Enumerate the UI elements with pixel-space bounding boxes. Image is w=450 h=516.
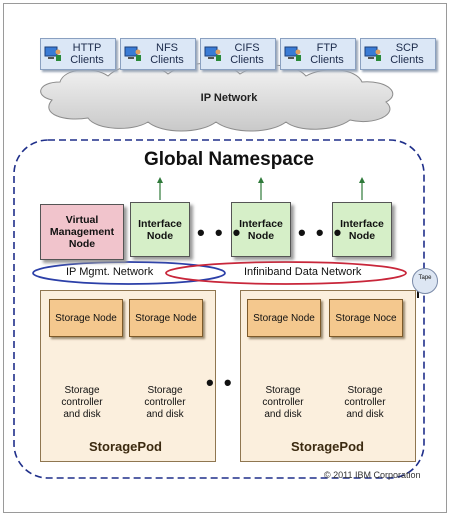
client-label: Clients xyxy=(310,54,344,66)
ip-mgmt-network-label: IP Mgmt. Network xyxy=(66,266,154,278)
computer-user-icon xyxy=(364,46,381,61)
computer-user-icon xyxy=(44,46,61,61)
computer-user-icon xyxy=(284,46,301,61)
client-label: Clients xyxy=(390,54,424,66)
client-label: FTP xyxy=(316,42,338,54)
storage-node: Storage Node xyxy=(247,299,321,337)
interface-node-label: Interface xyxy=(239,217,283,230)
global-namespace-boundary xyxy=(13,139,425,479)
vmn-label: Node xyxy=(68,238,96,250)
global-namespace-title: Global Namespace xyxy=(143,149,315,170)
copyright-text: © 2011 IBM Corporation xyxy=(324,470,421,480)
interface-node-label: Interface xyxy=(340,217,384,230)
client-label: Clients xyxy=(70,54,104,66)
vmn-label: Management xyxy=(49,226,115,238)
client-label: CIFS xyxy=(234,42,260,54)
interface-arrows xyxy=(157,177,365,200)
computer-user-icon xyxy=(204,46,221,61)
storage-pod-label: StoragePod xyxy=(89,439,162,454)
client-label: Clients xyxy=(150,54,184,66)
interface-node-label: Node xyxy=(146,229,174,242)
storage-node: Storage Node xyxy=(129,299,203,337)
client-label: NFS xyxy=(156,42,178,54)
virtual-management-node: Virtual Management Node xyxy=(40,204,124,260)
computer-user-icon xyxy=(124,46,141,61)
client-label: SCP xyxy=(395,42,419,54)
client-label: Clients xyxy=(230,54,264,66)
storage-pod-label: StoragePod xyxy=(291,439,364,454)
interface-node-label: Node xyxy=(247,229,275,242)
ip-mgmt-network-ring xyxy=(32,261,226,285)
ellipsis-dots: • • • xyxy=(197,220,243,245)
interface-node-label: Interface xyxy=(138,217,182,230)
infiniband-network-ring xyxy=(165,261,407,285)
storage-node: Storage Noce xyxy=(329,299,403,337)
ip-network-label: IP Network xyxy=(200,92,258,104)
storage-node: Storage Node xyxy=(49,299,123,337)
client-label: HTTP xyxy=(72,42,102,54)
tape-device: Tape xyxy=(412,268,438,294)
interface-node-label: Node xyxy=(348,229,376,242)
infiniband-network-label: Infiniband Data Network xyxy=(244,266,362,278)
vmn-label: Virtual xyxy=(65,214,99,226)
ellipsis-dots: • • • xyxy=(298,220,344,245)
